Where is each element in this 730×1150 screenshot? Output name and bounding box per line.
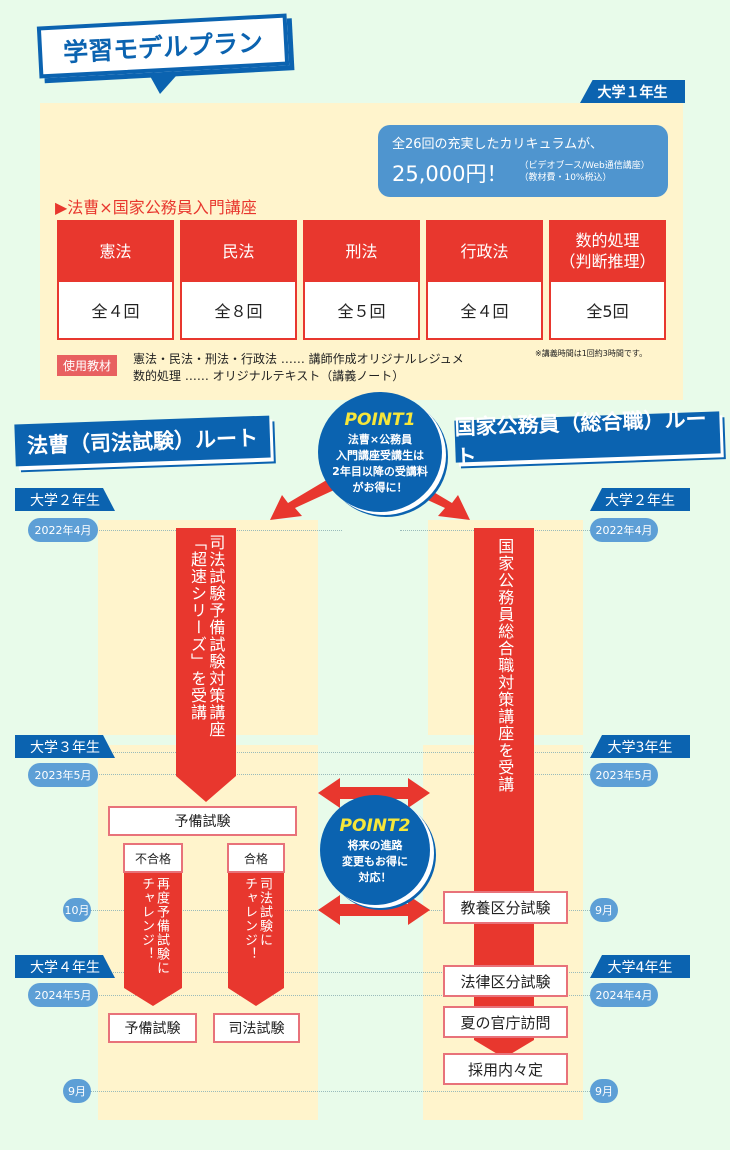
page-title: 学習モデルプラン (36, 13, 290, 79)
arrow-text: 再度予備試験に (153, 877, 169, 975)
timeline-line (90, 1091, 590, 1092)
date-pill: 9月 (590, 1079, 618, 1103)
price-line: 全26回の充実したカリキュラムが、 (392, 137, 603, 152)
arrow-head (176, 776, 236, 802)
course-name: 行政法 (428, 222, 541, 282)
course-name: 憲法 (59, 222, 172, 282)
switch-arrows (318, 778, 430, 925)
price-note: （ビデオブース/Web通信講座） (519, 161, 650, 172)
date-pill: 9月 (590, 898, 618, 922)
year4-tag: 大学４年生 (15, 955, 115, 978)
step-box: 教養区分試験 (443, 891, 568, 924)
bar-exam-arrow: 司法試験にチャレンジ！ (228, 873, 284, 988)
course-count: 全５回 (305, 282, 418, 338)
double-arrow (318, 895, 430, 925)
materials-line: 憲法・民法・刑法・行政法 …… 講師作成オリジナルレジュメ (133, 352, 464, 366)
double-arrow (318, 778, 430, 808)
step-box: 夏の官庁訪問 (443, 1006, 568, 1038)
arrow-text: 司法試験予備試験対策講座 (206, 534, 226, 738)
timeline-line (110, 972, 600, 973)
year2-tag: 大学２年生 (15, 488, 115, 511)
point1-badge: POINT1 法曹×公務員入門講座受講生は 2年目以降の受講料がお得に！ (318, 392, 442, 512)
fail-label: 不合格 (123, 843, 183, 873)
course-name: 刑法 (305, 222, 418, 282)
course-card: 数的処理 （判断推理）全5回 (549, 220, 666, 340)
course-count: 全４回 (59, 282, 172, 338)
arrow-text: 「超速シリーズ」を受講 (188, 534, 207, 721)
arrow-head (228, 988, 284, 1006)
step-box: 採用内々定 (443, 1053, 568, 1085)
course-card: 民法全８回 (180, 220, 297, 340)
point1-text: がお得に！ (352, 481, 408, 495)
date-pill: 10月 (63, 898, 91, 922)
step-box: 法律区分試験 (443, 965, 568, 997)
point2-text: 変更もお得に (342, 855, 408, 869)
materials-text: 憲法・民法・刑法・行政法 …… 講師作成オリジナルレジュメ数的処理 …… オリジ… (133, 351, 464, 386)
course-name: 民法 (182, 222, 295, 282)
point1-text: 法曹×公務員 (347, 433, 413, 447)
year3-tag: 大学３年生 (15, 735, 115, 758)
civil-service-course-arrow: 国家公務員総合職対策講座を受講 (474, 528, 534, 1040)
price-box: 全26回の充実したカリキュラムが、 25,000円！ （ビデオブース/Web通信… (378, 125, 668, 197)
course-title: ▶法曹×国家公務員入門講座 (55, 198, 257, 217)
pass-label: 合格 (227, 843, 285, 873)
arrow-head (124, 988, 182, 1006)
price-amount: 25,000円！ (392, 162, 508, 186)
speech-bubble-tail (150, 76, 176, 94)
point1-text: 入門講座受講生は (336, 449, 424, 463)
timeline-line (110, 752, 600, 753)
point2-badge: POINT2 将来の進路変更もお得に対応！ (320, 795, 430, 905)
retry-arrow: 再度予備試験にチャレンジ！ (124, 873, 182, 988)
prelim-exam-box: 予備試験 (108, 1013, 197, 1043)
date-pill: 2024年4月 (590, 983, 658, 1007)
course-count: 全5回 (551, 282, 664, 338)
year4-tag: 大学4年生 (590, 955, 690, 978)
course-card: 行政法全４回 (426, 220, 543, 340)
course-count: 全４回 (428, 282, 541, 338)
materials-label: 使用教材 (57, 355, 118, 376)
lecture-note: ※講義時間は1回約3時間です。 (535, 349, 648, 358)
point1-title: POINT1 (344, 409, 416, 430)
point2-text: 将来の進路 (347, 839, 403, 853)
arrow-text: 司法試験に (256, 877, 272, 947)
point2-title: POINT2 (339, 815, 411, 836)
course-count: 全８回 (182, 282, 295, 338)
right-route-banner: 国家公務員（総合職）ルート (454, 407, 721, 470)
date-pill: 2023年5月 (590, 763, 658, 787)
point1-text: 2年目以降の受講料 (332, 465, 428, 479)
course-name: 数的処理 （判断推理） (551, 222, 664, 282)
prelim-exam-box: 予備試験 (108, 806, 297, 836)
timeline-line (97, 774, 590, 775)
arrow-left (270, 475, 345, 520)
year2-tag: 大学２年生 (590, 488, 690, 511)
course-card: 刑法全５回 (303, 220, 420, 340)
date-pill: 2023年5月 (28, 763, 98, 787)
timeline-line (97, 995, 590, 996)
point2-text: 対応！ (358, 871, 392, 885)
year1-tag: 大学１年生 (580, 80, 685, 103)
date-pill: 2024年5月 (28, 983, 98, 1007)
date-pill: 9月 (63, 1079, 91, 1103)
arrow-text: チャレンジ！ (139, 877, 154, 961)
materials-line: 数的処理 …… オリジナルテキスト（講義ノート） (133, 369, 405, 384)
arrow-text: 国家公務員総合職対策講座を受講 (495, 538, 515, 793)
price-note: （教材費・10%税込） (519, 173, 612, 183)
course-card: 憲法全４回 (57, 220, 174, 340)
arrow-text: チャレンジ！ (242, 877, 257, 961)
date-pill: 2022年4月 (28, 518, 98, 542)
left-route-banner: 法曹（司法試験）ルート (14, 415, 271, 467)
year3-tag: 大学3年生 (590, 735, 690, 758)
date-pill: 2022年4月 (590, 518, 658, 542)
prep-course-arrow: 司法試験予備試験対策講座「超速シリーズ」を受講 (176, 528, 236, 776)
bar-exam-box: 司法試験 (213, 1013, 300, 1043)
